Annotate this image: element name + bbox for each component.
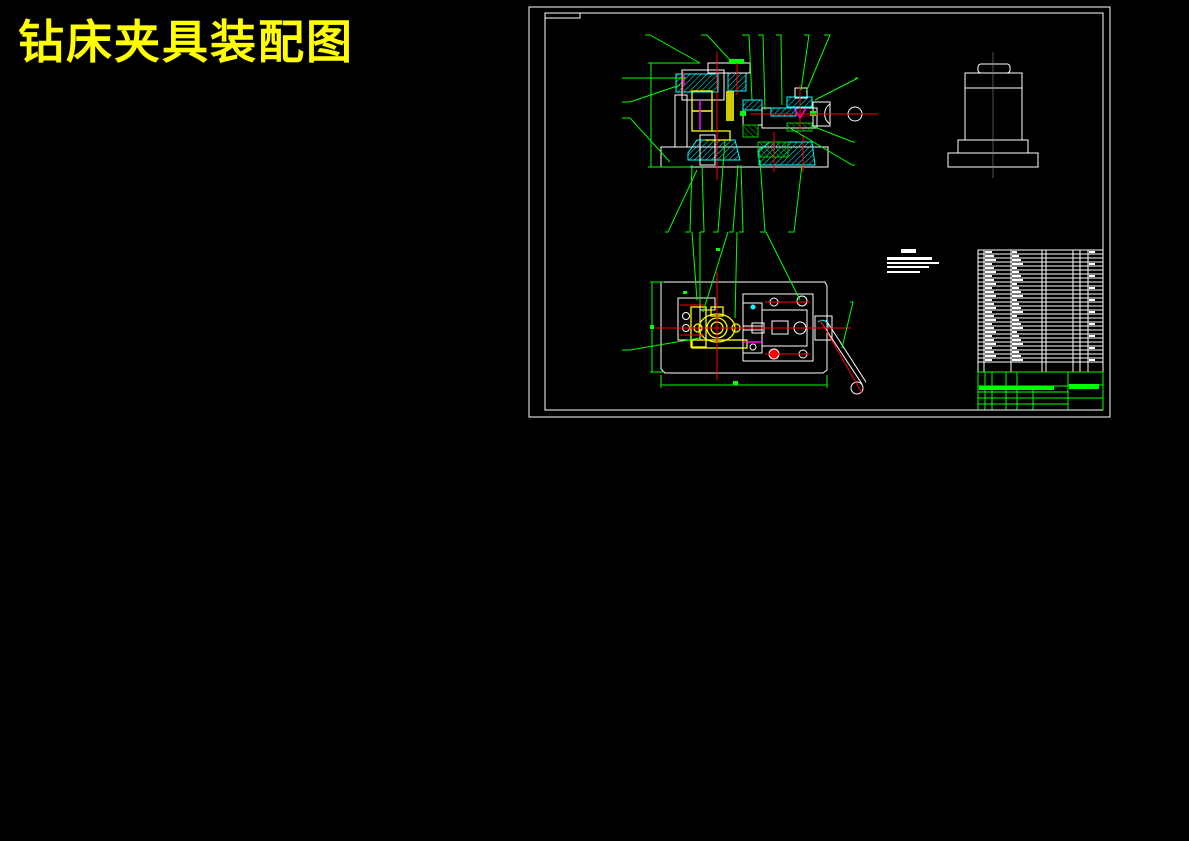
parts-list-table	[977, 249, 1104, 373]
title-block	[977, 371, 1104, 411]
technical-notes	[887, 249, 939, 273]
drawing-title: 钻床夹具装配图	[18, 15, 354, 69]
plan-view	[650, 272, 867, 395]
front-section-view	[660, 52, 878, 180]
plan-view-leaders	[622, 231, 854, 351]
front-view-leaders	[622, 34, 859, 233]
side-view	[947, 52, 1039, 178]
sheet-frame	[528, 6, 1111, 418]
